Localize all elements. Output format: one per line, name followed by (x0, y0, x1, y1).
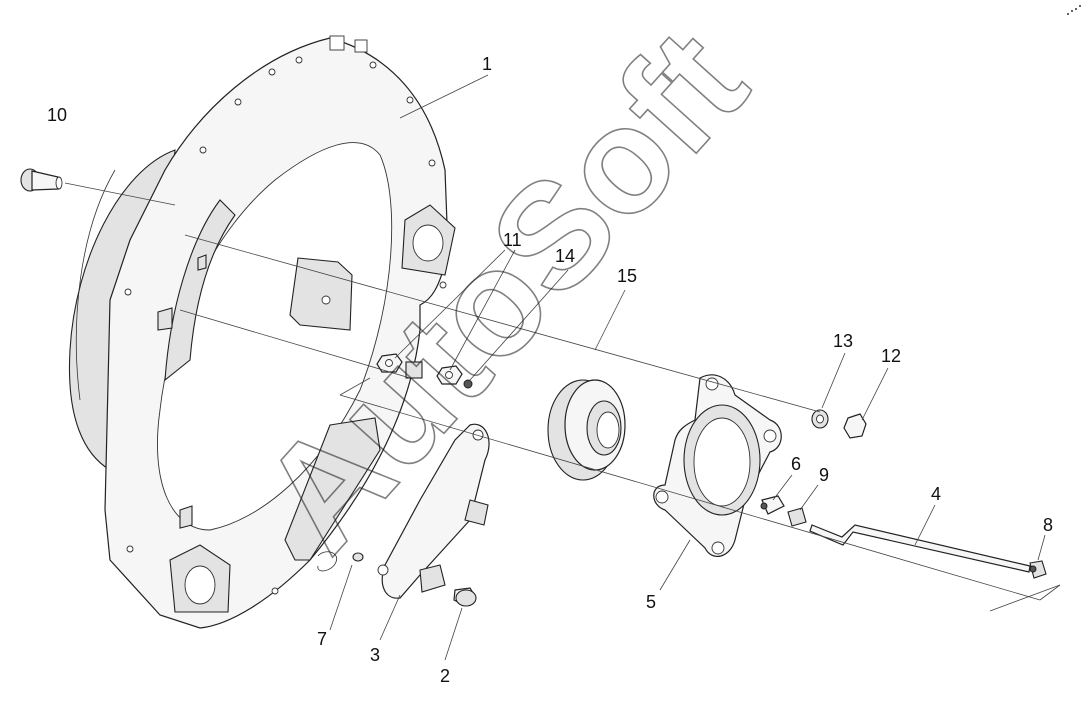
spacer-9 (787, 507, 807, 527)
nut-12 (843, 413, 867, 439)
label-13: 13 (833, 331, 853, 351)
bolt-10 (20, 168, 63, 192)
label-1: 1 (482, 54, 492, 74)
label-12: 12 (881, 346, 901, 366)
label-8: 8 (1043, 515, 1053, 535)
washer-13 (811, 409, 829, 429)
cap-8 (1029, 560, 1047, 579)
label-10: 10 (47, 105, 67, 125)
label-14: 14 (555, 246, 575, 266)
label-9: 9 (819, 465, 829, 485)
bracket-3 (284, 417, 490, 599)
label-3: 3 (370, 645, 380, 665)
label-4: 4 (931, 484, 941, 504)
bearing-housing-5 (653, 374, 782, 557)
label-11: 11 (503, 230, 522, 250)
label-7: 7 (317, 629, 327, 649)
assembly-axis-lines (64, 182, 1061, 612)
label-5: 5 (646, 592, 656, 612)
corner-mark (1067, 5, 1081, 15)
part-labels: 1 2 3 4 5 6 7 8 9 10 11 12 13 14 15 (47, 54, 1053, 686)
bearing-insert (547, 379, 626, 481)
fitting-6 (760, 495, 785, 515)
clip-7 (317, 551, 364, 572)
label-leaders (329, 74, 1046, 661)
label-2: 2 (440, 666, 450, 686)
label-15: 15 (617, 266, 637, 286)
flange-housing (68, 35, 456, 629)
pin-2 (453, 587, 477, 607)
label-6: 6 (791, 454, 801, 474)
nuts-11 (376, 353, 473, 389)
